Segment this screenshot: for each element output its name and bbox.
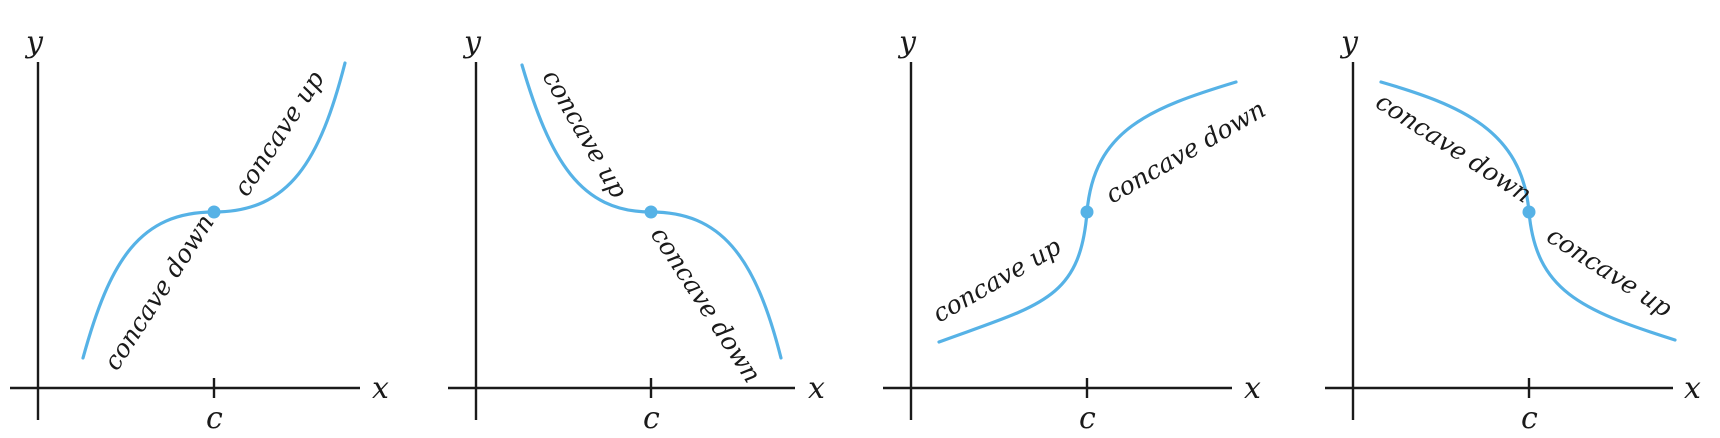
- panel-3: y x c concave up concave down: [883, 25, 1270, 436]
- y-axis-label: y: [897, 25, 917, 60]
- x-axis-label: x: [808, 371, 825, 406]
- panel-4: y x c concave down concave up: [1325, 25, 1701, 436]
- concavity-label-left: concave up: [537, 65, 634, 203]
- inflection-point: [644, 205, 658, 219]
- inflection-point: [1080, 205, 1094, 219]
- c-tick-label: c: [1079, 401, 1096, 436]
- y-axis-label: y: [24, 25, 44, 60]
- panel-1: y x c concave down concave up: [10, 25, 389, 436]
- concavity-label-right: concave up: [228, 66, 330, 202]
- x-axis-label: x: [372, 371, 389, 406]
- concavity-label-right: concave down: [1101, 94, 1271, 209]
- c-tick-label: c: [206, 401, 223, 436]
- c-tick-label: c: [1521, 401, 1538, 436]
- concavity-label-right: concave up: [1542, 221, 1678, 323]
- concavity-label-left: concave down: [1371, 87, 1537, 209]
- x-axis-label: x: [1684, 371, 1701, 406]
- y-axis-label: y: [462, 25, 482, 60]
- concavity-label-left: concave up: [928, 232, 1066, 329]
- panel-2: y x c concave up concave down: [448, 25, 825, 436]
- concavity-label-right: concave down: [645, 221, 767, 387]
- y-axis-label: y: [1339, 25, 1359, 60]
- concavity-label-left: concave down: [98, 209, 220, 375]
- x-axis-label: x: [1244, 371, 1261, 406]
- inflection-point: [1522, 205, 1536, 219]
- c-tick-label: c: [643, 401, 660, 436]
- inflection-point: [207, 205, 221, 219]
